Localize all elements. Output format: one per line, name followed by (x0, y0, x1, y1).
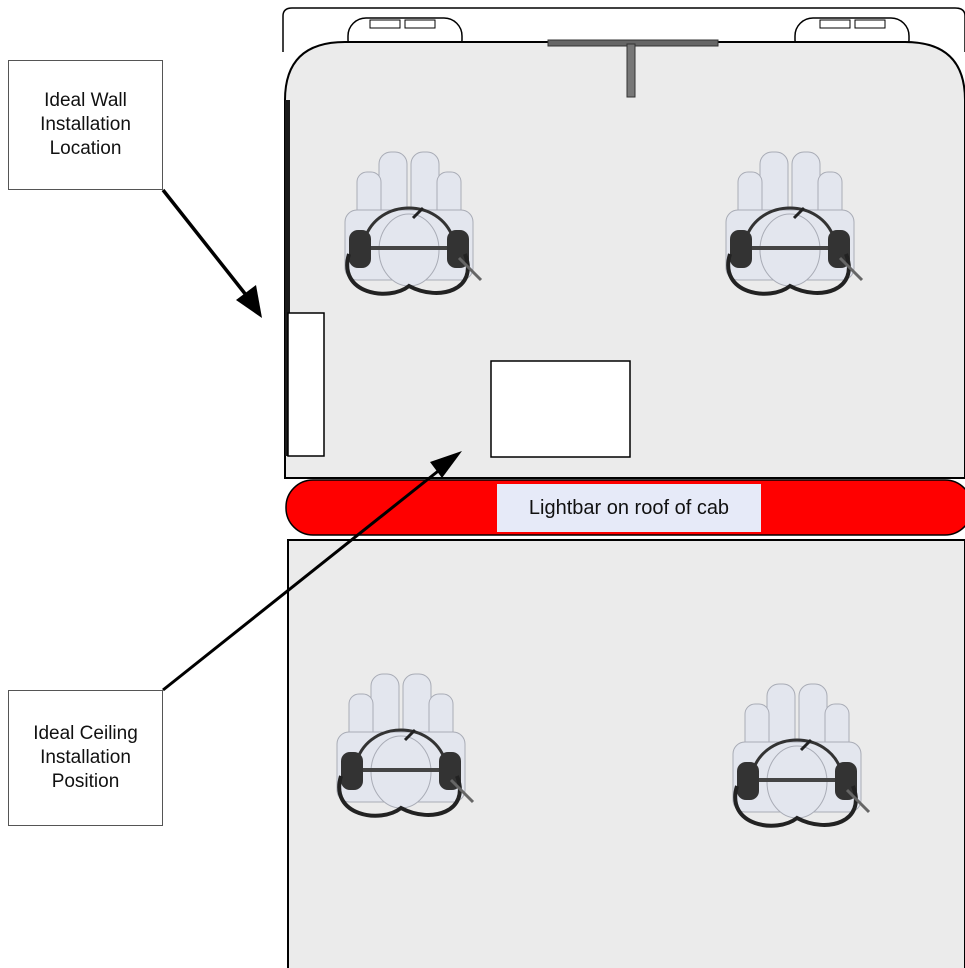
lightbar-label: Lightbar on roof of cab (497, 484, 761, 532)
antenna-mast (626, 43, 636, 98)
wall-arrow (161, 188, 252, 302)
ceiling-arrow (162, 462, 448, 692)
lower-compartment (287, 539, 965, 968)
cab-compartment (284, 41, 965, 479)
roof-bracket (282, 7, 965, 52)
ceiling-installation-callout: Ideal Ceiling Installation Position (8, 690, 163, 826)
wall-installation-spot (287, 312, 325, 457)
wall-installation-callout: Ideal Wall Installation Location (8, 60, 163, 190)
ceiling-installation-spot (490, 360, 631, 458)
